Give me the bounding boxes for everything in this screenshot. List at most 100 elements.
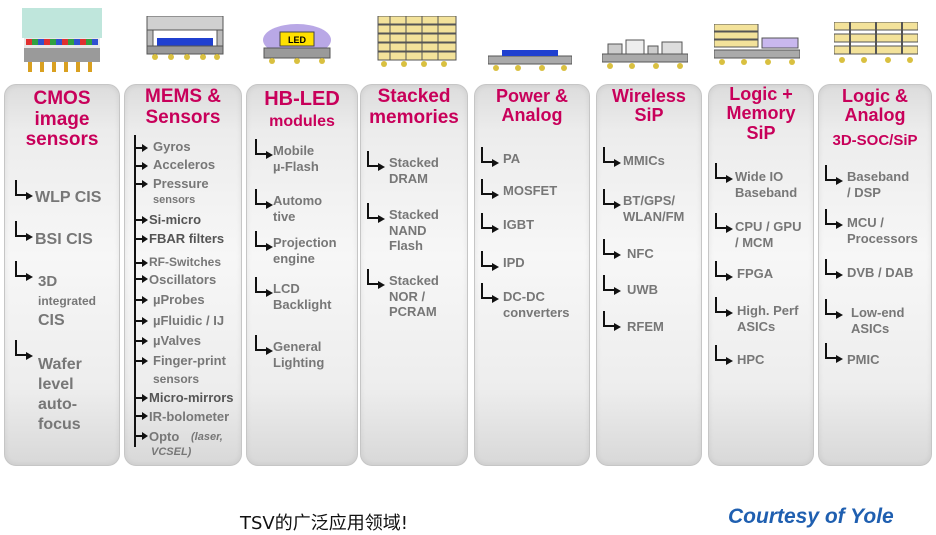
power-chip-icon [488,50,572,71]
arrow-icon [255,335,273,355]
list-item: CPU / GPU / MCM [735,219,802,250]
arrow-icon [481,283,499,303]
arrow-icon [825,209,843,229]
caption: TSV的广泛应用领域! [240,513,408,534]
list-item: NFC [627,246,654,261]
list-item: MMICs [623,153,665,168]
list-item: VCSEL) [151,446,192,458]
arrow-icon [603,189,621,209]
arrow-icon [135,259,148,267]
arrow-icon [715,213,733,233]
arrow-icon [135,317,148,325]
mems-package-icon [146,16,224,60]
list-item: IGBT [503,217,535,232]
arrow-icon [825,343,843,363]
list-item: Wafer level auto- focus [38,356,82,433]
arrow-icon [481,251,499,271]
arrow-icon [135,337,148,345]
arrow-icon [715,261,733,281]
list-item: sensors [153,372,200,386]
list-item: Stacked DRAM [389,155,439,186]
column-title: Wireless SiP [612,86,686,126]
column-title: CMOS image sensors [25,88,99,151]
arrow-icon [715,345,733,365]
arrow-icon [481,179,499,199]
arrow-icon [135,180,148,188]
arrow-icon [255,231,273,251]
arrow-icon [825,299,843,319]
wireless-sip-icon [602,39,688,69]
arrow-icon [603,275,621,295]
column-title: Logic & Analog [842,86,908,126]
column-hb-led: HB-LED modules Mobile µ-Flash Automo tiv… [246,84,358,466]
list-item: General Lighting [273,339,325,370]
column-cmos: CMOS image sensors WLP CIS BSI CIS 3D in… [4,84,120,466]
list-item: Automo tive [273,193,323,224]
column-title: Power & Analog [495,86,569,126]
list-item: RFEM [627,319,664,334]
arrow-icon [135,357,148,365]
list-item: DVB / DAB [847,265,914,280]
led-label: LED [288,35,307,45]
arrow-icon [135,394,148,402]
column-title: MEMS & Sensors [145,86,221,128]
list-item: 3D [38,273,58,290]
led-chip-icon: LED [263,24,331,64]
list-item: FBAR filters [149,231,225,246]
column-power-analog: Power & Analog PA MOSFET IGBT IPD DC-DC … [474,84,590,466]
list-item: RF-Switches [149,255,222,269]
list-item: Pressure [153,176,209,191]
list-item: Mobile µ-Flash [273,143,319,174]
list-item: PA [503,151,521,166]
list-item: UWB [627,282,659,297]
arrow-icon [135,144,148,152]
list-item: Low-end ASICs [851,305,905,336]
stacked-memory-icon [377,16,457,67]
column-subtitle: modules [269,113,335,130]
list-item: Wide IO Baseband [735,169,798,200]
list-item: HPC [737,352,765,367]
logic-memory-sip-icon [714,24,800,65]
arrow-icon [367,203,385,223]
arrow-icon [135,432,148,440]
column-title: Logic + Memory SiP [726,84,796,143]
arrow-icon [135,162,148,170]
courtesy-credit: Courtesy of Yole [728,505,894,528]
list-item: Finger-print [153,353,226,368]
arrow-icon [603,239,621,259]
arrow-icon [15,180,33,200]
arrow-icon [825,165,843,185]
list-item: Stacked NOR / PCRAM [389,273,439,320]
arrow-icon [367,151,385,171]
cmos-sensor-chip-icon [22,8,102,72]
list-item: Acceleros [153,157,216,172]
arrow-icon [825,259,843,279]
list-item: BT/GPS/ WLAN/FM [623,193,685,224]
column-title: Stacked memories [369,86,459,128]
column-stacked-memories: Stacked memories Stacked DRAM Stacked NA… [360,84,468,466]
list-item: Micro-mirrors [149,390,234,405]
list-item: Gyros [153,139,191,154]
arrow-icon [15,221,33,241]
arrow-icon [15,340,33,360]
list-item: High. Perf ASICs [737,303,799,334]
column-mems: MEMS & Sensors Gyros Acceleros Pressure … [124,84,242,466]
column-logic-analog: Logic & Analog 3D-SOC/SiP Baseband / DSP… [818,84,932,466]
list-item: integrated [38,294,97,308]
list-item: IPD [503,255,525,270]
arrow-icon [255,277,273,297]
arrow-icon [715,297,733,317]
list-item: Si-micro [149,212,202,227]
arrow-icon [255,189,273,209]
logic-analog-3d-icon [834,22,918,63]
arrow-icon [135,275,148,283]
list-item: DC-DC converters [503,289,570,320]
list-item: µFluidic / IJ [153,313,225,328]
list-item: Oscillators [149,272,217,287]
arrow-icon [255,139,273,159]
arrow-icon [367,269,385,289]
list-item: MOSFET [503,183,558,198]
arrow-icon [135,296,148,304]
list-item: µProbes [153,292,205,307]
arrow-icon [135,216,148,224]
